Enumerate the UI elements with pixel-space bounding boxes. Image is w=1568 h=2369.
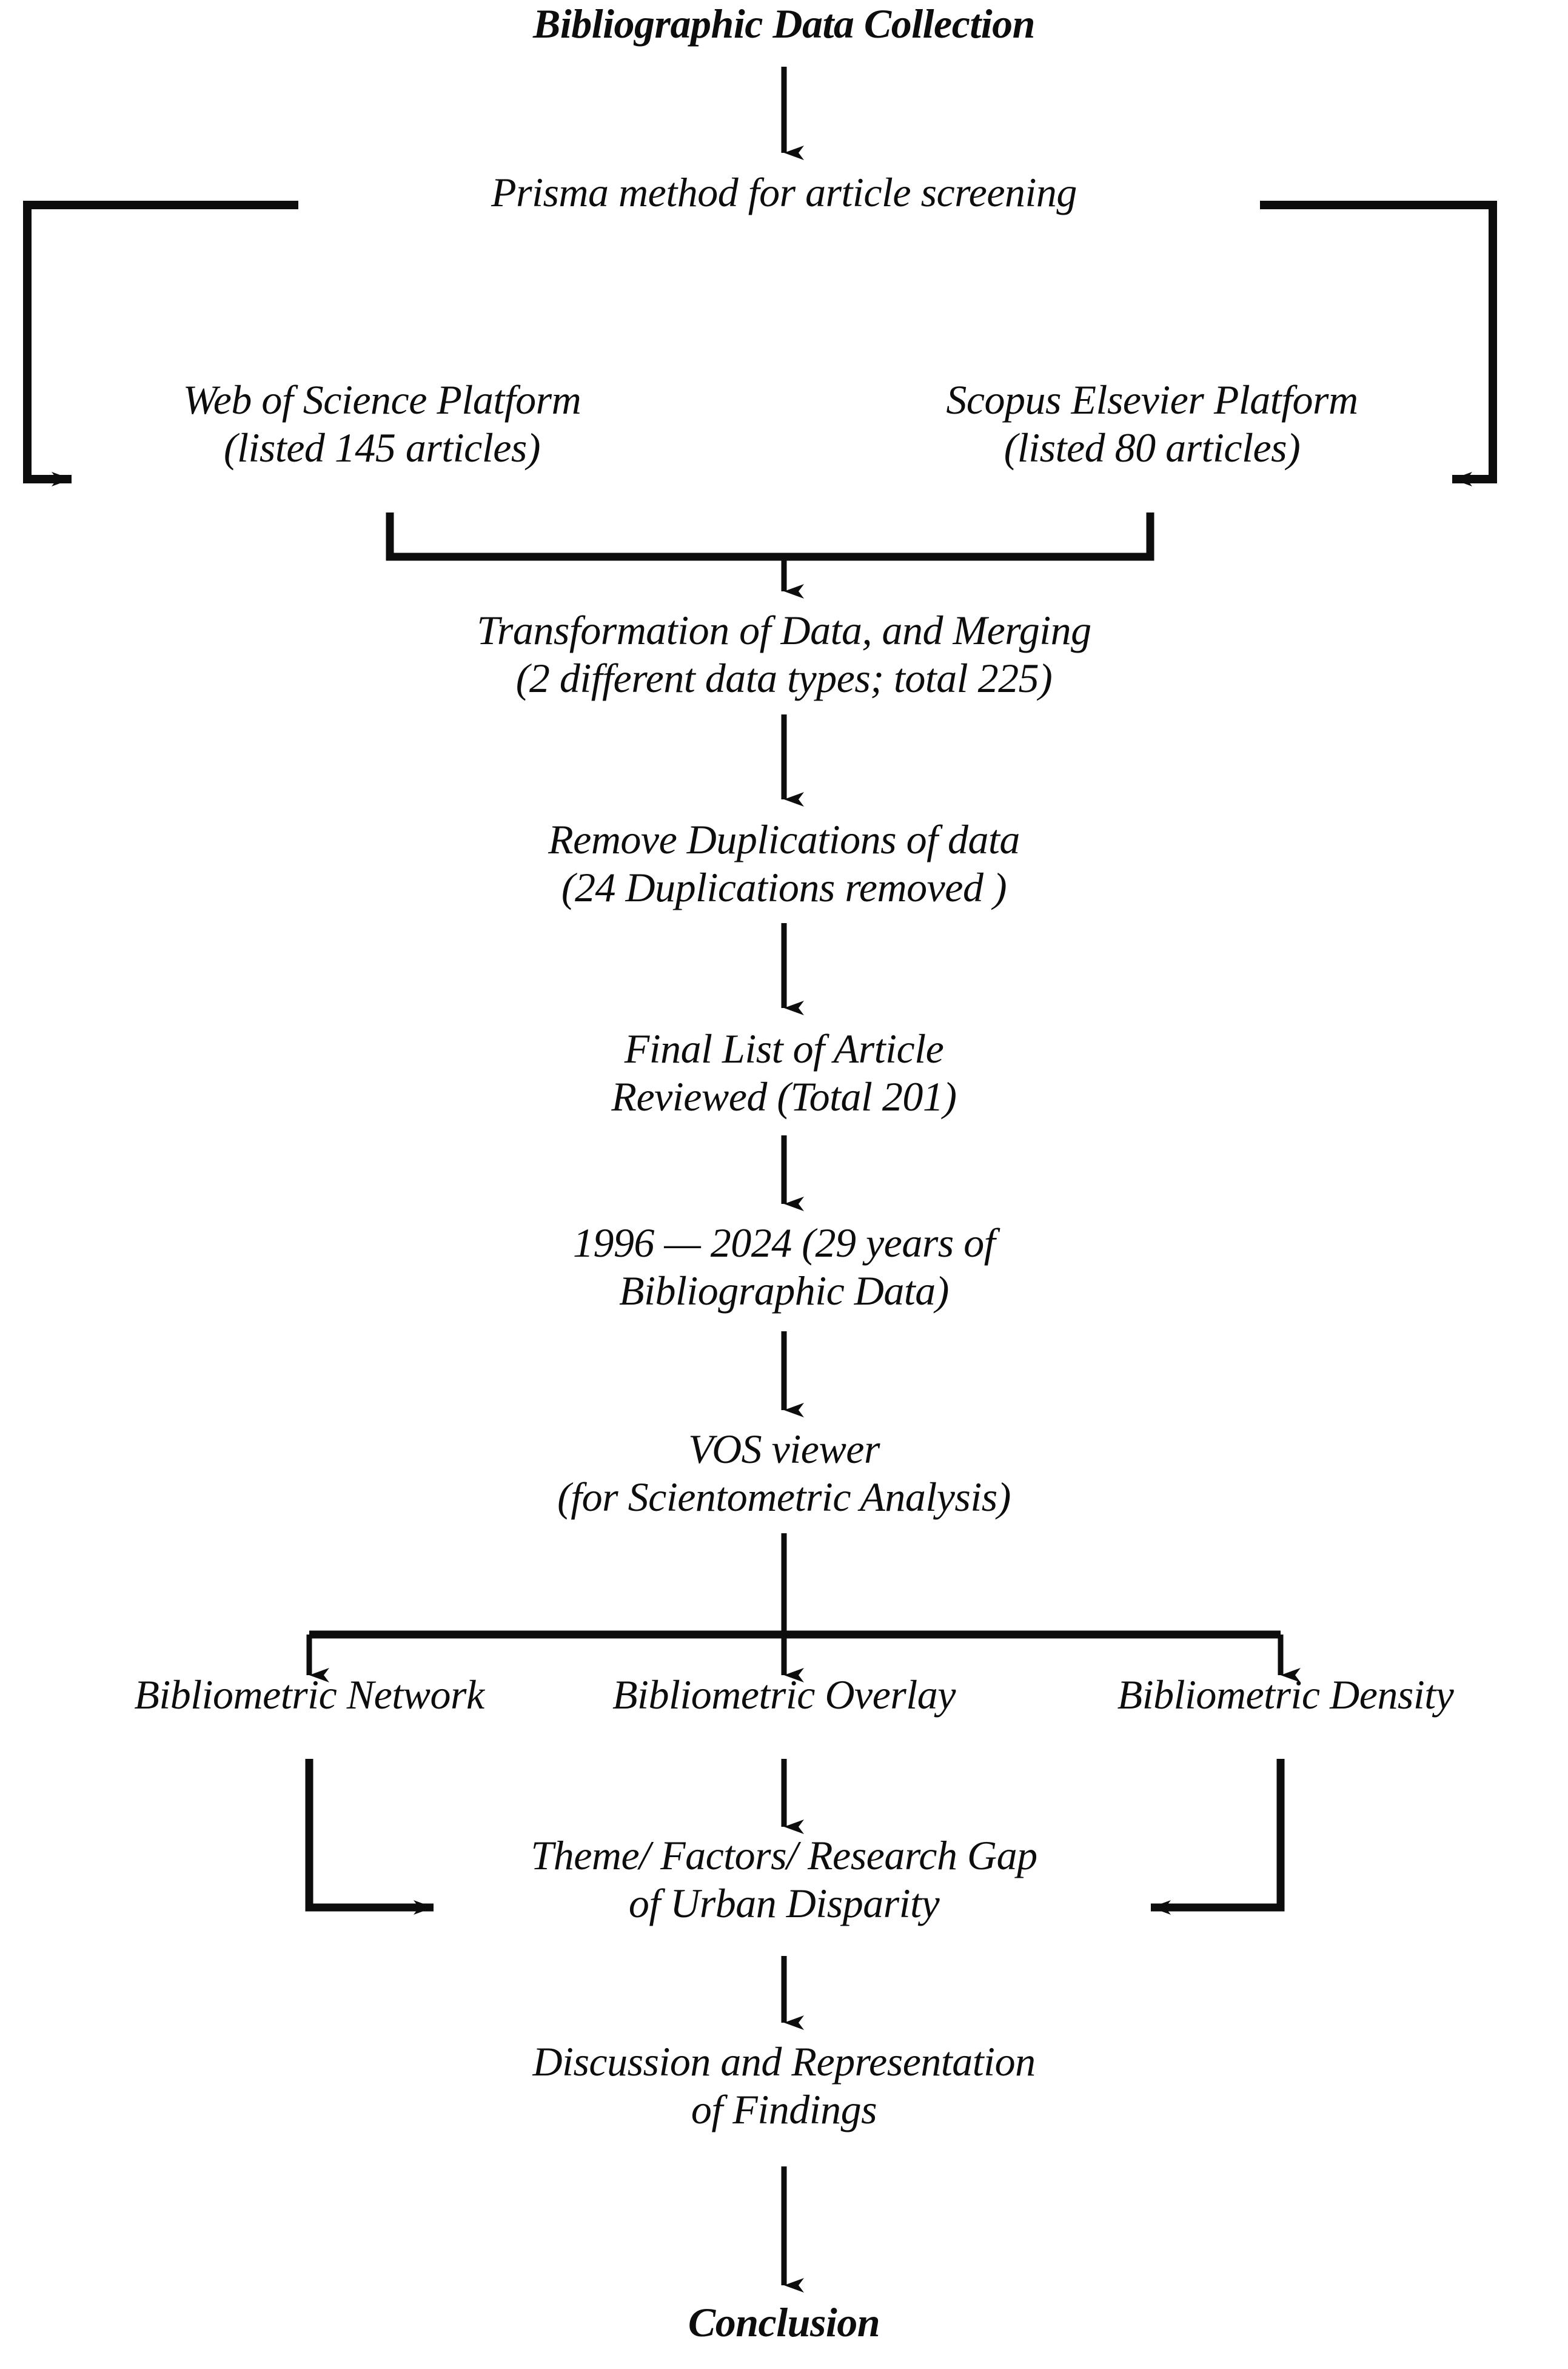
node-bibliometric-network: Bibliometric Network — [134, 1672, 484, 1718]
connector-platforms-merge — [386, 512, 1154, 561]
node-bibliometric-overlay: Bibliometric Overlay — [612, 1672, 956, 1718]
node-discussion-and-representation-of-findings: Discussion and Representation of Finding… — [532, 2038, 1036, 2132]
node-prisma-method: Prisma method for article screening — [491, 169, 1077, 215]
node-conclusion: Conclusion — [688, 2299, 880, 2345]
node-web-of-science-platform: Web of Science Platform (listed 145 arti… — [183, 377, 581, 471]
node-bibliographic-data-collection: Bibliographic Data Collection — [533, 1, 1036, 47]
connector-network-to-theme — [305, 1759, 434, 1915]
connector-density-to-theme — [1151, 1759, 1285, 1915]
node-scopus-elsevier-platform: Scopus Elsevier Platform (listed 80 arti… — [946, 377, 1358, 471]
node-transformation-of-data-and-merging: Transformation of Data, and Merging (2 d… — [477, 607, 1091, 701]
node-year-range-bibliographic-data: 1996 — 2024 (29 years of Bibliographic D… — [572, 1220, 996, 1314]
node-bibliometric-density: Bibliometric Density — [1117, 1672, 1454, 1718]
node-remove-duplications-of-data: Remove Duplications of data (24 Duplicat… — [548, 816, 1020, 910]
node-final-list-of-article-reviewed: Final List of Article Reviewed (Total 20… — [611, 1026, 957, 1120]
node-theme-factors-research-gap: Theme/ Factors/ Research Gap of Urban Di… — [531, 1832, 1037, 1926]
node-vosviewer: VOS viewer (for Scientometric Analysis) — [557, 1426, 1011, 1520]
